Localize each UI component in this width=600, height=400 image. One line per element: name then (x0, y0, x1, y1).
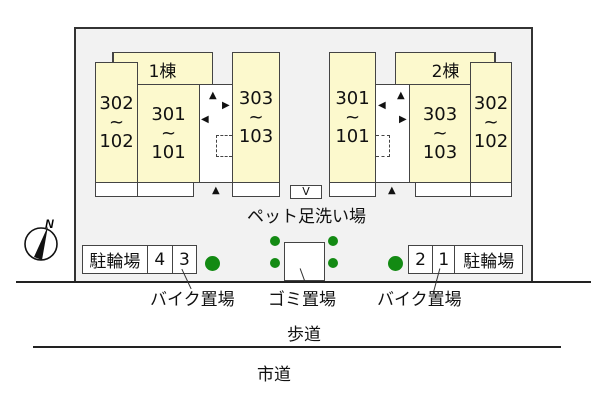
unit-top: 301 (151, 104, 186, 125)
arrow-up-icon: ▲ (397, 90, 405, 101)
pet-wash-label: ペット足洗い場 (247, 207, 366, 227)
tree-icon (270, 258, 280, 268)
unit-bottom: 102 (99, 131, 134, 152)
storage (95, 182, 138, 197)
unit-sep: ~ (160, 123, 177, 144)
city-road-label: 市道 (257, 365, 291, 385)
road-line (33, 346, 561, 348)
unit-303-103: 303~103 (409, 84, 471, 183)
property-boundary-line (16, 281, 591, 283)
stair-outline (376, 135, 390, 157)
unit-301-101: 301~101 (137, 84, 200, 183)
unit-bottom: 103 (238, 126, 274, 147)
bike-slot: 4 (148, 246, 173, 273)
unit-302-102: 302~102 (470, 62, 512, 183)
tree-icon (328, 258, 338, 268)
storage (415, 182, 471, 197)
garbage-area (284, 242, 325, 281)
bicycle-parking-left: 駐輪場 4 3 (82, 245, 197, 274)
unit-top: 303 (422, 104, 458, 125)
unit-top: 303 (238, 88, 274, 109)
tree-icon (388, 256, 403, 271)
entrance-arrow-icon: ▲ (388, 185, 396, 196)
bike-slot: 2 (409, 246, 434, 273)
storage (232, 182, 280, 197)
unit-302-102: 302~102 (95, 62, 138, 183)
arrow-up-icon: ▲ (209, 90, 217, 101)
bicycle-parking-label: 駐輪場 (83, 246, 148, 273)
arrow-right-icon: ▶ (399, 114, 407, 125)
tree-icon (328, 236, 338, 246)
bike-slot: 1 (433, 246, 456, 273)
bicycle-parking-right: 2 1 駐輪場 (408, 245, 523, 274)
notch-line (112, 52, 114, 63)
arrow-left-icon: ◀ (378, 100, 386, 111)
unit-sep: ~ (483, 112, 499, 133)
unit-bottom: 102 (473, 131, 509, 152)
unit-bottom: 103 (422, 142, 458, 163)
stair-outline (216, 135, 232, 157)
tree-icon (270, 236, 280, 246)
unit-301-101: 301~101 (329, 52, 376, 183)
arrow-left-icon: ◀ (201, 114, 209, 125)
notch-line (494, 52, 496, 63)
entrance-arrow-icon: ▲ (212, 185, 220, 196)
compass-north-letter: N (45, 217, 54, 231)
pet-wash-station-icon: V (290, 185, 322, 199)
unit-sep: ~ (344, 107, 361, 128)
corridor-1: ▲ ▶ ◀ (199, 84, 233, 183)
sidewalk-label: 歩道 (287, 325, 321, 345)
unit-sep: ~ (248, 107, 264, 128)
unit-sep: ~ (432, 123, 448, 144)
storage (470, 182, 512, 197)
motorbike-parking-label: バイク置場 (377, 290, 462, 310)
storage (137, 182, 194, 197)
corridor-2: ▲ ◀ ▶ (375, 84, 410, 183)
arrow-right-icon: ▶ (222, 100, 230, 111)
tree-icon (205, 256, 220, 271)
unit-303-103: 303~103 (232, 52, 280, 183)
motorbike-parking-label: バイク置場 (150, 290, 235, 310)
bike-slot: 3 (179, 249, 190, 270)
garbage-area-label: ゴミ置場 (268, 290, 336, 310)
unit-top: 302 (99, 93, 134, 114)
unit-top: 301 (335, 88, 370, 109)
compass-north-icon: N (24, 217, 58, 261)
building-2-name: 2棟 (431, 62, 460, 82)
bicycle-parking-label: 駐輪場 (463, 252, 515, 272)
building-1-name: 1棟 (148, 62, 177, 82)
unit-top: 302 (473, 93, 509, 114)
unit-bottom: 101 (151, 142, 186, 163)
storage (329, 182, 376, 197)
unit-bottom: 101 (335, 126, 370, 147)
unit-sep: ~ (108, 112, 125, 133)
